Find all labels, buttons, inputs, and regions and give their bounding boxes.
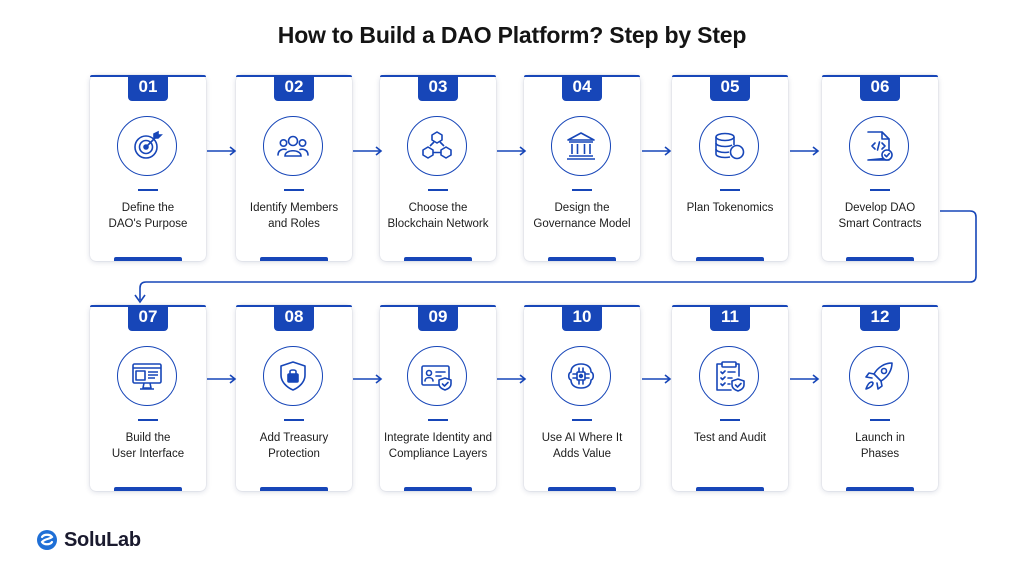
ai-chip-icon: [551, 346, 611, 406]
step-label: Plan Tokenomics: [686, 202, 774, 214]
step-number: 08: [274, 305, 314, 331]
bank-icon: [551, 116, 611, 176]
target-icon: [117, 116, 177, 176]
arrow-right-icon: [790, 146, 820, 156]
step-card-12: 12 Launch in Phases: [822, 305, 938, 491]
arrow-right-icon: [642, 374, 672, 384]
step-label: Launch in Phases: [855, 432, 905, 460]
step-card-05: 05 Plan Tokenomics: [672, 75, 788, 261]
page-title: How to Build a DAO Platform? Step by Ste…: [277, 22, 747, 48]
code-file-icon: [849, 116, 909, 176]
users-icon: [263, 116, 323, 176]
step-card-02: 02 Identify Members and Roles: [236, 75, 352, 261]
arrow-right-icon: [207, 146, 237, 156]
step-label: Define the DAO's Purpose: [108, 202, 188, 230]
arrow-right-icon: [642, 146, 672, 156]
step-number: 03: [418, 75, 458, 101]
step-label: Use AI Where It Adds Value: [541, 432, 623, 460]
solulab-logo: SoluLab: [36, 528, 141, 552]
step-number: 07: [128, 305, 168, 331]
step-label: Develop DAO Smart Contracts: [838, 202, 922, 230]
step-card-03: 03 Choose the Blockchain Network: [380, 75, 496, 261]
step-card-04: 04 Design the Governance Model: [524, 75, 640, 261]
step-card-11: 11 Test and Audit: [672, 305, 788, 491]
step-label: Test and Audit: [693, 432, 767, 444]
step-card-06: 06 Develop DAO Smart Contracts: [822, 75, 938, 261]
step-card-10: 10 Use AI Where It Adds Value: [524, 305, 640, 491]
step-number: 09: [418, 305, 458, 331]
step-label: Design the Governance Model: [533, 202, 631, 230]
step-number: 02: [274, 75, 314, 101]
arrow-right-icon: [790, 374, 820, 384]
step-label: Add Treasury Protection: [259, 432, 329, 460]
step-label: Identify Members and Roles: [249, 202, 339, 230]
step-number: 10: [562, 305, 602, 331]
arrow-right-icon: [497, 374, 527, 384]
step-number: 06: [860, 75, 900, 101]
arrow-right-icon: [353, 374, 383, 384]
rocket-icon: [849, 346, 909, 406]
step-number: 01: [128, 75, 168, 101]
monitor-icon: [117, 346, 177, 406]
step-number: 11: [710, 305, 750, 331]
id-card-icon: [407, 346, 467, 406]
shield-lock-icon: [263, 346, 323, 406]
step-card-09: 09 Integrate Identity and Compliance Lay…: [380, 305, 496, 491]
brand-name: SoluLab: [64, 528, 141, 551]
step-label: Choose the Blockchain Network: [387, 202, 489, 230]
step-number: 05: [710, 75, 750, 101]
arrow-right-icon: [497, 146, 527, 156]
step-card-08: 08 Add Treasury Protection: [236, 305, 352, 491]
step-card-01: 01 Define the DAO's Purpose: [90, 75, 206, 261]
clipboard-check-icon: [699, 346, 759, 406]
step-number: 04: [562, 75, 602, 101]
coins-icon: [699, 116, 759, 176]
arrow-right-icon: [353, 146, 383, 156]
solulab-logo-icon: [37, 530, 57, 550]
arrow-right-icon: [207, 374, 237, 384]
step-label: Integrate Identity and Compliance Layers: [383, 432, 493, 460]
step-label: Build the User Interface: [111, 432, 185, 460]
step-number: 12: [860, 305, 900, 331]
blocks-icon: [407, 116, 467, 176]
step-card-07: 07 Build the User Interface: [90, 305, 206, 491]
